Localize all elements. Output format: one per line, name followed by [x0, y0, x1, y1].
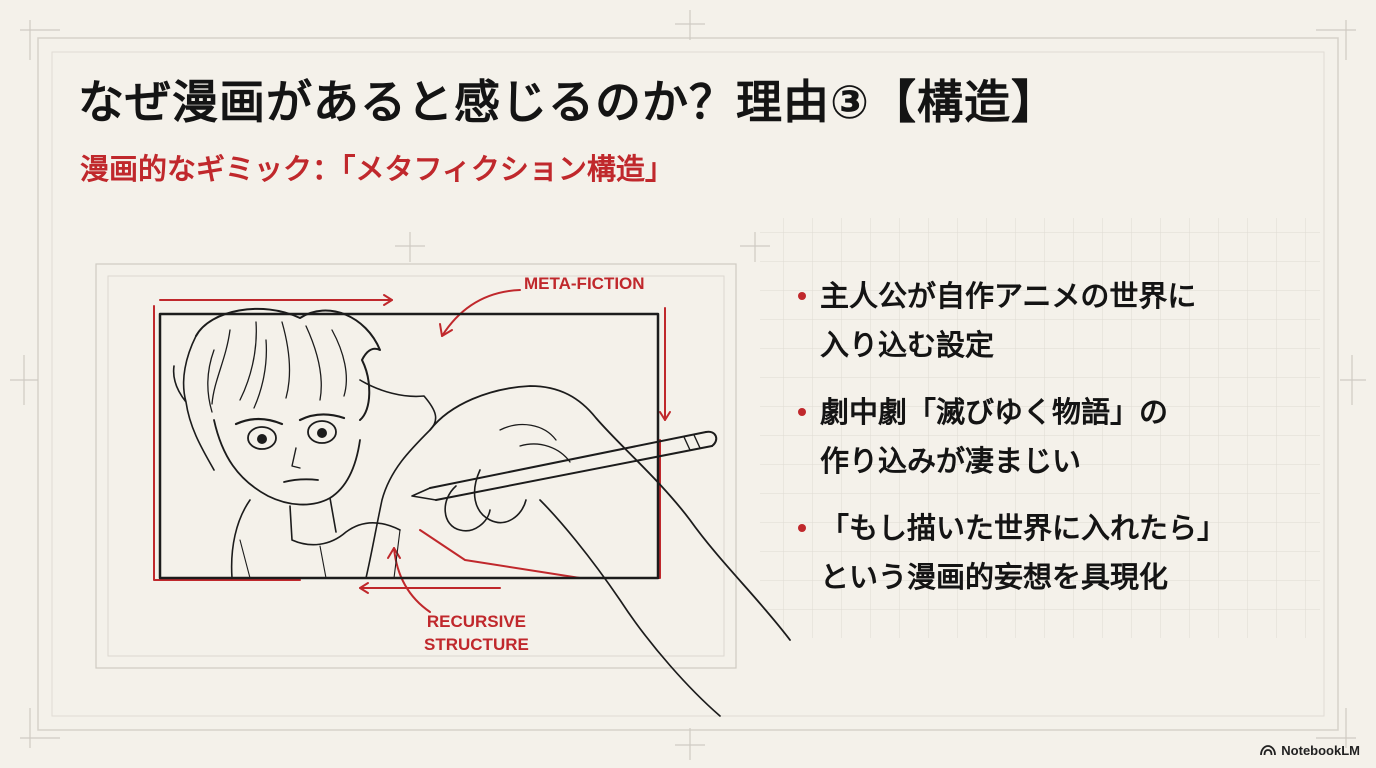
bullet-text: 主人公が自作アニメの世界に 入り込む設定 — [820, 272, 1196, 370]
bullet-dot-icon — [798, 524, 806, 532]
bullet-dot-icon — [798, 292, 806, 300]
bullet-line: 主人公が自作アニメの世界に — [820, 279, 1197, 313]
notebooklm-logo-icon — [1260, 745, 1277, 756]
bullet-list: 主人公が自作アニメの世界に 入り込む設定 劇中劇「滅びゆく物語」の 作り込みが凄… — [798, 272, 1226, 620]
meta-fiction-label: META-FICTION — [524, 274, 645, 293]
recursive-label-line1: RECURSIVE — [426, 612, 527, 631]
slide-subtitle: 漫画的なギミック：「メタフィクション構造」 — [80, 152, 674, 186]
brand-label: NotebookLM — [1281, 743, 1360, 758]
list-item: 劇中劇「滅びゆく物語」の 作り込みが凄まじい — [798, 388, 1226, 486]
bullet-line: 入り込む設定 — [820, 328, 995, 362]
list-item: 「もし描いた世界に入れたら」 という漫画的妄想を具現化 — [798, 504, 1226, 602]
bullet-line: 劇中劇「滅びゆく物語」の — [820, 395, 1169, 429]
bullet-text: 「もし描いた世界に入れたら」 という漫画的妄想を具現化 — [820, 504, 1226, 602]
bullet-line: 作り込みが凄まじい — [820, 444, 1082, 478]
bullet-text: 劇中劇「滅びゆく物語」の 作り込みが凄まじい — [820, 388, 1168, 486]
bullet-dot-icon — [798, 408, 806, 416]
bullet-line: 「もし描いた世界に入れたら」 — [820, 511, 1227, 545]
structure-label-line2: STRUCTURE — [424, 635, 529, 654]
list-item: 主人公が自作アニメの世界に 入り込む設定 — [798, 272, 1226, 370]
bullet-line: という漫画的妄想を具現化 — [820, 560, 1169, 594]
slide-title: なぜ漫画があると感じるのか？理由③【構造】 — [78, 75, 1058, 129]
recursive-structure-label: RECURSIVE STRUCTURE — [424, 610, 529, 656]
notebooklm-branding: NotebookLM — [1260, 743, 1360, 758]
